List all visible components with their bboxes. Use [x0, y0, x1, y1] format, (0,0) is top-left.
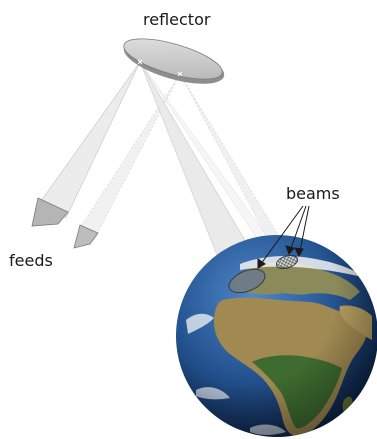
- feeds-label: feeds: [9, 253, 53, 269]
- beams-label: beams: [286, 186, 340, 202]
- reflector-label: reflector: [143, 12, 210, 28]
